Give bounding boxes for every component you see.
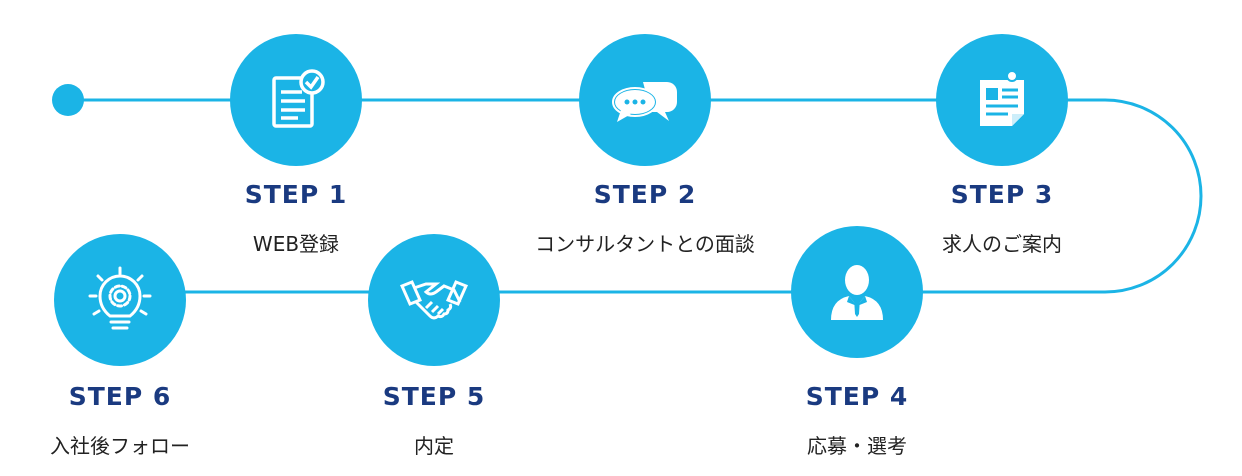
step-6-title: STEP 6 — [68, 382, 172, 411]
step-5-label: 内定 — [414, 434, 454, 458]
step-2-label: コンサルタントとの面談 — [535, 232, 755, 256]
lightbulb-gear-icon — [88, 266, 152, 330]
step-3-label: 求人のご案内 — [942, 232, 1062, 256]
step-1-label: WEB登録 — [252, 232, 340, 256]
step-2-title: STEP 2 — [593, 180, 697, 209]
step-1-icon-circle — [230, 34, 362, 166]
step-6-icon-circle — [54, 234, 186, 366]
step-2-icon-circle — [579, 34, 711, 166]
step-4-label: 応募・選考 — [807, 434, 907, 458]
speech-bubbles-icon — [612, 82, 677, 122]
step-1-title: STEP 1 — [244, 180, 348, 209]
registration-form-check-icon — [272, 69, 325, 128]
step-4-icon-circle — [791, 226, 923, 358]
step-3-icon-circle — [936, 34, 1068, 166]
businessman-icon — [831, 265, 883, 320]
job-posting-document-icon — [980, 70, 1024, 126]
step-5-icon-circle — [368, 234, 500, 366]
step-3-title: STEP 3 — [950, 180, 1054, 209]
flow-start-dot — [52, 84, 84, 116]
step-4-title: STEP 4 — [805, 382, 909, 411]
step-5-title: STEP 5 — [382, 382, 486, 411]
handshake-icon — [399, 280, 469, 320]
step-6-label: 入社後フォロー — [50, 434, 190, 458]
